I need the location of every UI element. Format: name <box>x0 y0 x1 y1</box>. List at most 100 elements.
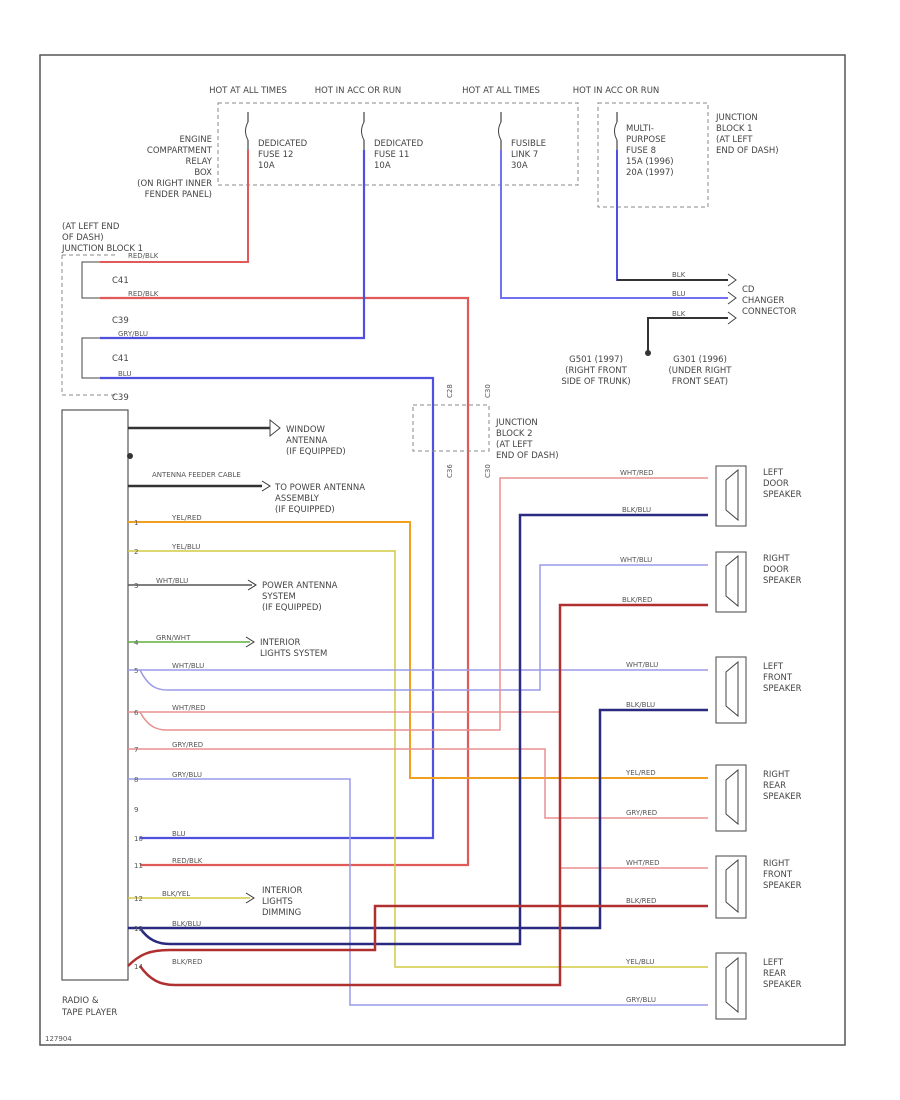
speaker-left-rear-label-2: SPEAKER <box>763 980 802 990</box>
radio-pin-3: 3 <box>134 582 138 590</box>
radio-wire-label-11: RED/BLK <box>172 857 203 865</box>
speaker-left-front-label-2: SPEAKER <box>763 684 802 694</box>
speaker-right-front: RIGHT FRONT SPEAKER WHT/RED BLK/RED <box>626 855 802 919</box>
power-antenna-system-arrow <box>247 579 257 591</box>
dimming-label-0: INTERIOR <box>262 886 303 896</box>
cd-connector-pins <box>727 273 737 325</box>
cd-changer-label-0: CD <box>742 285 755 295</box>
radio-pin-5: 5 <box>134 667 138 675</box>
window-antenna-label-1: ANTENNA <box>286 436 327 446</box>
jb1-pin-label-0: C41 <box>112 276 129 286</box>
fuse-11-label-1: FUSE 11 <box>374 150 409 160</box>
radio-label-1: TAPE PLAYER <box>61 1008 117 1018</box>
radio-pin-14: 14 <box>134 963 143 971</box>
speaker-left-door-cone <box>725 468 739 522</box>
label-hot-at-all-times-1: HOT AT ALL TIMES <box>209 86 287 96</box>
speaker-right-door-label-1: DOOR <box>763 565 789 575</box>
power-antenna-label-1: ASSEMBLY <box>275 494 320 504</box>
speaker-right-front-label-1: FRONT <box>763 870 793 880</box>
wire-red-blk-feed-1 <box>100 150 249 263</box>
radio-wire-label-6: WHT/RED <box>172 704 206 712</box>
wire-blk-blu-left-door <box>138 513 708 946</box>
speaker-right-door-label-2: SPEAKER <box>763 576 802 586</box>
radio-wire-label-5: WHT/BLU <box>172 662 204 670</box>
feed-wires <box>100 150 728 867</box>
speaker-right-rear-label-0: RIGHT <box>763 770 790 780</box>
speaker-left-front-cone <box>725 660 739 718</box>
radio-body <box>61 409 129 981</box>
fuses: DEDICATED FUSE 12 10A DEDICATED FUSE 11 … <box>245 102 779 208</box>
speaker-right-front-cone <box>725 858 739 914</box>
jb1-top-box <box>597 102 709 208</box>
fusible-link-7-label-0: FUSIBLE <box>511 139 546 149</box>
speaker-left-front-label-1: FRONT <box>763 673 793 683</box>
speaker-right-door-wire-1: BLK/RED <box>622 596 652 604</box>
wire-blu-feed-2 <box>100 150 366 340</box>
radio-tape-player: RADIO & TAPE PLAYER <box>61 409 133 1018</box>
speaker-right-rear-label-1: REAR <box>763 781 786 791</box>
jb2-label-3: END OF DASH) <box>496 451 559 461</box>
interior-lights-arrow <box>245 636 255 648</box>
jb2-pin-3: C30 <box>484 464 492 478</box>
wire-red-blk-radio <box>100 296 470 867</box>
wire-blk-red-right-door <box>138 603 708 987</box>
speaker-right-front-wire-0: WHT/RED <box>626 859 660 867</box>
wire-blk-red-right-front <box>127 904 708 967</box>
cd-wire-label-1: BLU <box>672 290 685 298</box>
jb1-wire-label-0: RED/BLK <box>128 252 159 260</box>
jb2-pin-0: C28 <box>446 384 454 398</box>
radio-wire-label-2: YEL/BLU <box>171 543 200 551</box>
power-antenna-label-2: (IF EQUIPPED) <box>275 505 335 515</box>
radio-pin-2: 2 <box>134 548 138 556</box>
radio-wire-label-3: WHT/BLU <box>156 577 188 585</box>
power-antenna-system-label-1: SYSTEM <box>262 592 296 602</box>
fuse-11: DEDICATED FUSE 11 10A <box>361 112 424 171</box>
radio-pin-10: 10 <box>134 835 143 843</box>
speaker-left-rear: LEFT REAR SPEAKER YEL/BLU GRY/BLU <box>625 952 802 1020</box>
ground-g301-label-2: FRONT SEAT) <box>672 377 728 387</box>
radio-wires <box>127 477 708 1006</box>
jb2-pin-2: C36 <box>446 464 454 478</box>
radio-pin-12: 12 <box>134 895 143 903</box>
antenna-feeder-label: ANTENNA FEEDER CABLE <box>152 471 241 479</box>
jb1-bus-red <box>81 261 100 299</box>
fusible-link-7-label-2: 30A <box>511 161 528 171</box>
fuse-8-label-4: 20A (1997) <box>626 168 674 178</box>
radio-wire-label-8: GRY/BLU <box>172 771 202 779</box>
window-antenna-label-0: WINDOW <box>286 425 326 435</box>
jb1-pin-label-1: C39 <box>112 316 129 326</box>
wire-blu-radio <box>100 376 435 840</box>
relay-box-outline <box>217 102 579 186</box>
ground-symbol <box>645 350 651 356</box>
speaker-left-rear-body <box>715 952 747 1020</box>
cd-changer-connector: CD CHANGER CONNECTOR BLK BLU BLK <box>672 271 797 325</box>
jb1-left-label-0: (AT LEFT END <box>62 222 120 232</box>
wire-blu-cd <box>500 150 728 299</box>
speaker-left-front-wire-0: WHT/BLU <box>626 661 658 669</box>
fuse-8-link <box>614 121 618 141</box>
jb1-right-label-3: END OF DASH) <box>716 146 779 156</box>
power-antenna-system-label-0: POWER ANTENNA <box>262 581 338 591</box>
speaker-right-rear-body <box>715 764 747 832</box>
jb2-label-2: (AT LEFT <box>496 440 533 450</box>
system-labels: POWER ANTENNA SYSTEM (IF EQUIPPED) INTER… <box>260 581 338 918</box>
radio-wire-label-14: BLK/RED <box>172 958 202 966</box>
radio-label-0: RADIO & <box>62 996 99 1006</box>
radio-pin-8: 8 <box>134 776 138 784</box>
jb2-label-1: BLOCK 2 <box>496 429 533 439</box>
interior-lights-label-1: LIGHTS SYSTEM <box>260 649 327 659</box>
wire-wht-blu-right-door <box>139 564 708 691</box>
jb2-outline <box>412 404 490 452</box>
interior-lights-label-0: INTERIOR <box>260 638 301 648</box>
ground-g501-label-1: (RIGHT FRONT <box>565 366 627 376</box>
speaker-right-front-body <box>715 855 747 919</box>
fuse-8-label-0: MULTI- <box>626 124 654 134</box>
relay-box-label-0: ENGINE <box>179 135 212 145</box>
window-antenna-label-2: (IF EQUIPPED) <box>286 447 346 457</box>
jb1-right-label: JUNCTION BLOCK 1 (AT LEFT END OF DASH) <box>715 113 779 156</box>
wire-wht-red-right-front <box>128 711 708 869</box>
fuse-12: DEDICATED FUSE 12 10A <box>245 112 308 171</box>
cd-wire-label-0: BLK <box>672 271 686 279</box>
junction-block-2: JUNCTION BLOCK 2 (AT LEFT END OF DASH) C… <box>412 384 559 478</box>
speaker-right-rear-label-2: SPEAKER <box>763 792 802 802</box>
